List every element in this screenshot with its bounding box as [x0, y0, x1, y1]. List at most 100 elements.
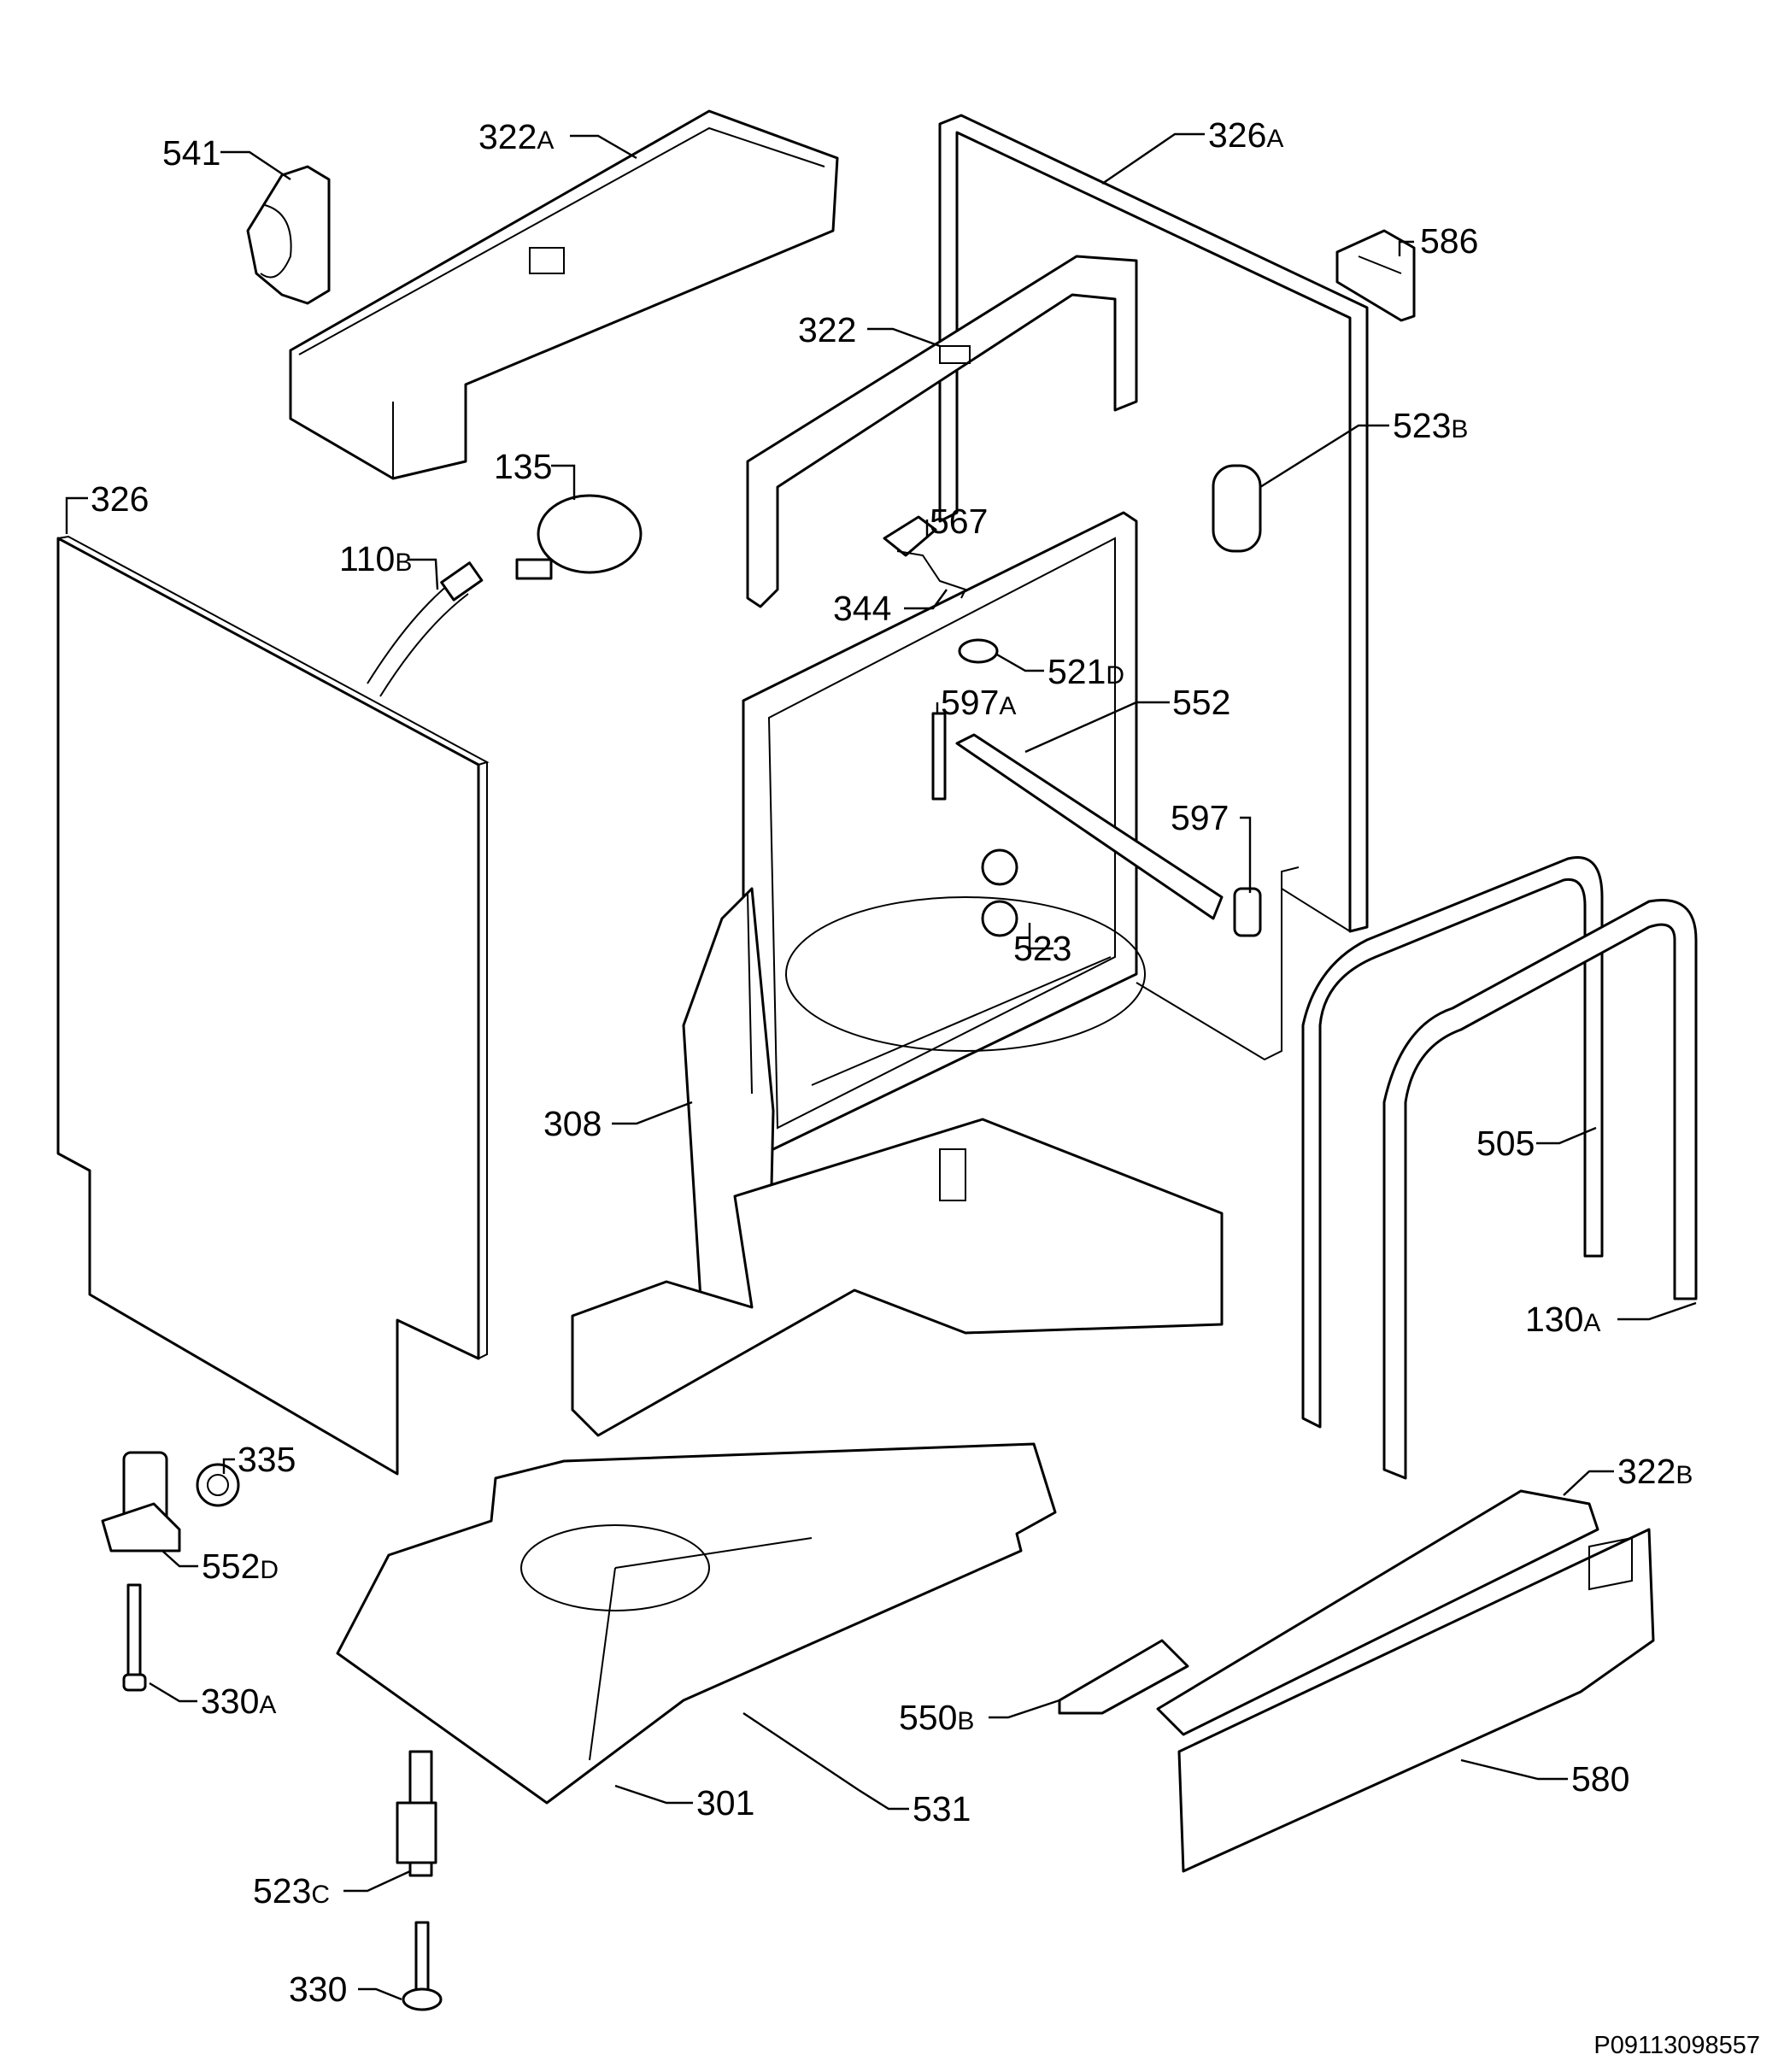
callout-suffix: A [1266, 125, 1283, 153]
callout-suffix: D [260, 1556, 279, 1584]
float-135 [515, 494, 643, 580]
callout-number: 330 [201, 1682, 259, 1721]
grommets-523 [981, 848, 1018, 937]
hinge-523C [396, 1750, 437, 1877]
callout-suffix: B [395, 549, 412, 577]
callout-suffix: B [1676, 1461, 1693, 1489]
callout-number: 523 [1393, 406, 1451, 445]
callout-number: 505 [1476, 1124, 1535, 1163]
callout-number: 344 [833, 589, 891, 628]
tub-body [742, 511, 1146, 1151]
callout-number: 523 [253, 1871, 311, 1911]
callout-number: 550 [899, 1698, 957, 1737]
callout-567: 567 [930, 502, 988, 541]
callout-597a: 597A [941, 683, 1016, 722]
callout-number: 322 [478, 117, 537, 156]
callout-number: 301 [696, 1783, 754, 1823]
side-panel-326 [56, 535, 490, 1476]
callout-552d: 552D [202, 1547, 279, 1586]
frame-322 [746, 255, 1138, 608]
callout-number: 330 [289, 1969, 347, 2009]
callout-523b: 523B [1393, 406, 1468, 445]
callout-number: 135 [494, 447, 552, 486]
callout-330: 330 [289, 1969, 347, 2009]
callout-110b: 110B [339, 539, 412, 578]
callout-580: 580 [1571, 1759, 1629, 1799]
base-frame [571, 1118, 1224, 1437]
cap-597 [1233, 887, 1262, 937]
strip-552 [955, 733, 1224, 920]
callout-330a: 330A [201, 1682, 276, 1721]
leader-lines [65, 132, 1697, 2001]
callout-541: 541 [162, 133, 220, 173]
callout-number: 523 [1013, 929, 1071, 968]
callout-308: 308 [543, 1104, 602, 1143]
screw-330A [122, 1583, 147, 1692]
back-panel-326A [938, 114, 1369, 1061]
seal-130A [1382, 899, 1698, 1480]
callout-523c: 523C [253, 1871, 330, 1911]
callout-number: 580 [1571, 1759, 1629, 1799]
callout-number: 322 [1617, 1452, 1676, 1491]
clip-541 [246, 165, 331, 305]
callout-523: 523 [1013, 929, 1071, 968]
clip-597A [931, 712, 947, 801]
callout-552: 552 [1172, 683, 1230, 722]
grommet-523B [1212, 464, 1262, 553]
callout-number: 597 [1171, 798, 1229, 837]
callout-344: 344 [833, 589, 891, 628]
callout-number: 531 [913, 1789, 971, 1828]
valve-552D [101, 1451, 181, 1553]
callout-number: 586 [1420, 221, 1478, 261]
callout-521d: 521D [1048, 652, 1124, 691]
callout-322: 322 [798, 310, 856, 349]
callout-number: 326 [91, 479, 149, 519]
callout-130a: 130A [1525, 1300, 1600, 1339]
callout-326a: 326A [1208, 115, 1283, 155]
callout-335: 335 [238, 1440, 296, 1479]
rail-322B [1156, 1489, 1599, 1736]
callout-322b: 322B [1617, 1452, 1693, 1491]
screw-330 [402, 1921, 443, 2011]
callout-number: 322 [798, 310, 856, 349]
callout-number: 541 [162, 133, 220, 173]
callout-suffix: C [311, 1881, 330, 1909]
callout-suffix: A [259, 1691, 276, 1719]
callout-number: 110 [339, 539, 395, 578]
callout-301: 301 [696, 1783, 754, 1823]
callout-322a: 322A [478, 117, 554, 156]
callout-326: 326 [91, 479, 149, 519]
callout-number: 308 [543, 1104, 602, 1143]
callout-number: 130 [1525, 1300, 1583, 1339]
hose-110B [367, 561, 484, 697]
callout-suffix: B [957, 1707, 974, 1735]
callout-597: 597 [1171, 798, 1229, 837]
seal-505 [1301, 856, 1604, 1429]
callout-number: 326 [1208, 115, 1266, 155]
callout-number: 552 [1172, 683, 1230, 722]
callout-505: 505 [1476, 1124, 1535, 1163]
bracket-586 [1335, 229, 1416, 322]
base-tray-301 [336, 1442, 1057, 1805]
callout-number: 552 [202, 1547, 260, 1586]
ring-521D [958, 638, 999, 664]
plinth-580 [1177, 1528, 1655, 1873]
gear-335 [196, 1463, 240, 1507]
callout-suffix: B [1451, 415, 1468, 443]
callout-531: 531 [913, 1789, 971, 1828]
callout-suffix: D [1106, 661, 1124, 690]
callout-number: 597 [941, 683, 999, 722]
callout-586: 586 [1420, 221, 1478, 261]
callout-suffix: A [537, 126, 554, 155]
spring-344 [896, 550, 967, 599]
document-id: P09113098557 [1593, 2032, 1760, 2059]
bracket-567 [883, 515, 937, 557]
callout-suffix: A [1583, 1309, 1600, 1337]
callout-number: 335 [238, 1440, 296, 1479]
rod-531 [742, 1712, 860, 1791]
callout-number: 567 [930, 502, 988, 541]
bracket-550B [1058, 1639, 1189, 1715]
callout-550b: 550B [899, 1698, 974, 1737]
